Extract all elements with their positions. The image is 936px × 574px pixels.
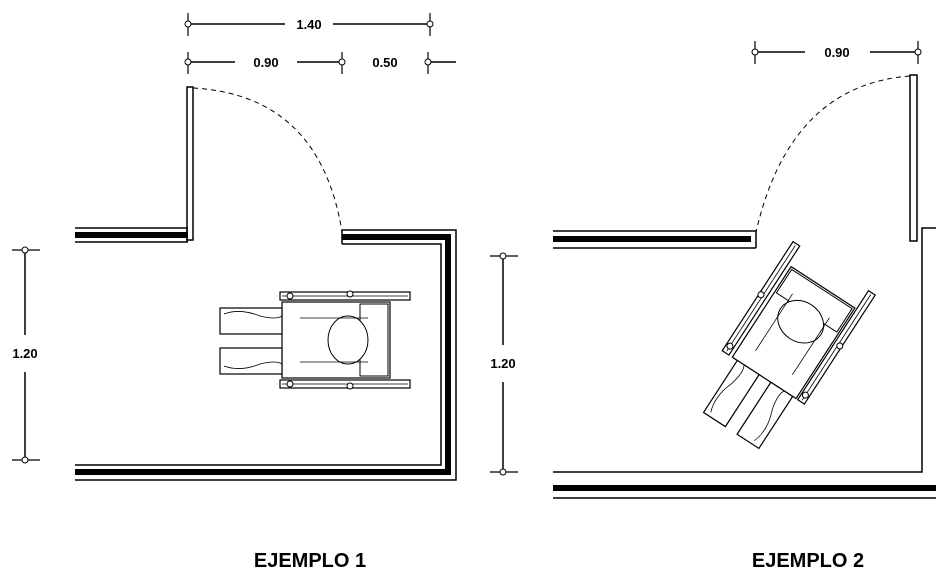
wheelchair-icon-example-2	[702, 240, 877, 450]
wall-right-corridor-example-2	[553, 227, 936, 499]
wall-right-corridor	[75, 229, 457, 481]
example-2-drawing: 0.90 1.20	[490, 41, 936, 572]
dimension-line-vertical-1	[12, 246, 40, 464]
wall-left-example-2	[553, 230, 757, 249]
caption-example-2: EJEMPLO 2	[752, 550, 864, 572]
door-leaf-example-2	[909, 74, 918, 242]
dimension-line-vertical-2	[490, 252, 518, 476]
dimension-line-0-90-0-50	[184, 52, 456, 74]
dimension-label-1-20-right: 1.20	[490, 356, 515, 371]
dimension-line-1-40	[184, 13, 434, 36]
wheelchair-icon	[219, 290, 411, 390]
dimension-label-0-50: 0.50	[372, 55, 397, 70]
dimension-label-0-90-example-2: 0.90	[824, 45, 849, 60]
dimension-label-1-40: 1.40	[296, 17, 321, 32]
wall-left	[75, 227, 188, 243]
example-1-drawing: 1.40 0.90 0.50	[12, 13, 457, 572]
door-swing-arc	[192, 87, 343, 233]
door-swing-arc-example-2	[755, 75, 911, 233]
door-leaf	[186, 86, 194, 241]
dimension-line-0-90-example-2	[751, 41, 922, 64]
dimension-label-0-90: 0.90	[253, 55, 278, 70]
caption-example-1: EJEMPLO 1	[254, 550, 366, 572]
dimension-label-1-20-left: 1.20	[12, 346, 37, 361]
